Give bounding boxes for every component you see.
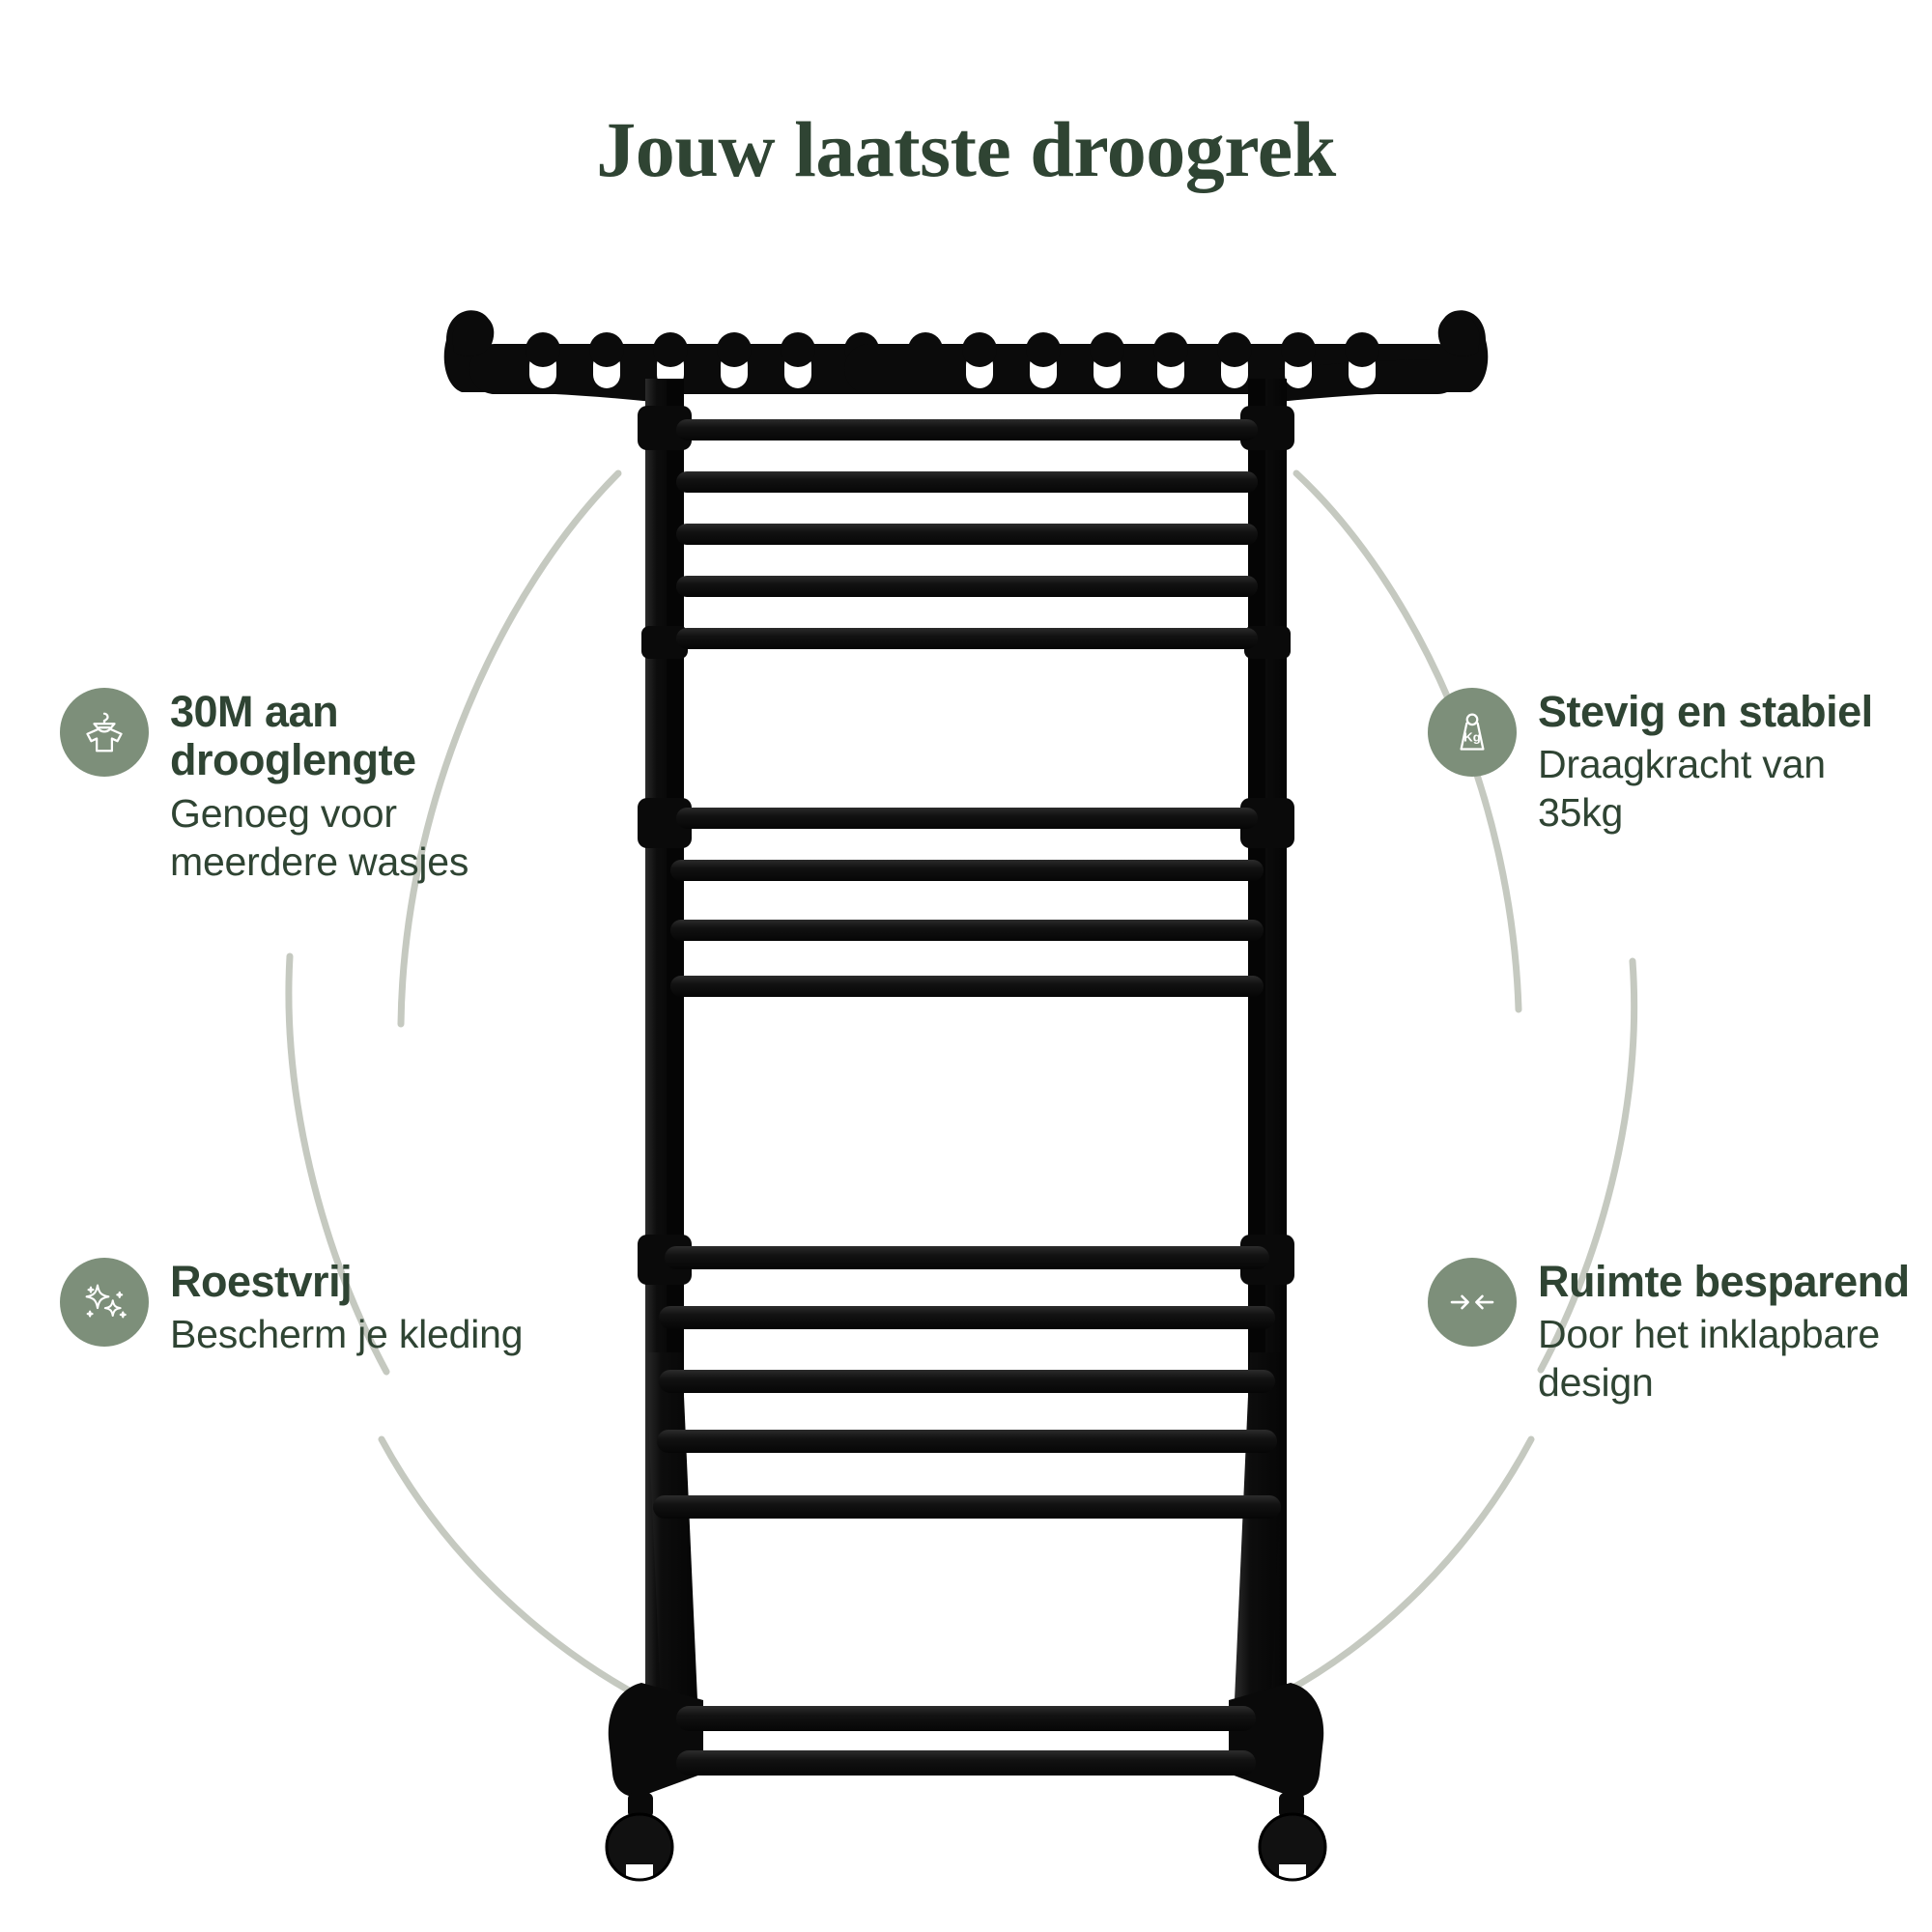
tshirt-hanger-icon <box>60 688 149 777</box>
feature-title: 30M aan drooglengte <box>170 687 416 785</box>
feature-description: Draagkracht van 35kg <box>1538 742 1826 836</box>
feature-roestvrij: Roestvrij Bescherm je kleding <box>60 1256 543 1358</box>
feature-text: 30M aan drooglengte Genoeg voor meerdere… <box>170 686 562 886</box>
feature-title: Stevig en stabiel <box>1538 687 1873 736</box>
base-crossbar-lower <box>676 1750 1256 1776</box>
feature-text: Stevig en stabiel Draagkracht van 35kg <box>1538 686 1891 837</box>
feature-text: Ruimte besparend Door het inklapbare des… <box>1538 1256 1911 1406</box>
rack-tier-middle-bars <box>670 808 1264 997</box>
feature-title: Ruimte besparend <box>1538 1257 1910 1306</box>
rack-frame-posts <box>638 379 1294 1700</box>
base-crossbar-upper <box>676 1706 1256 1731</box>
rack-base <box>605 1683 1327 1882</box>
weight-icon-label: Kg <box>1463 730 1480 745</box>
feature-text: Roestvrij Bescherm je kleding <box>170 1256 524 1358</box>
caster-wheel-right <box>1258 1793 1327 1882</box>
arc-bottom-right <box>1281 1435 1535 1696</box>
weight-kg-icon: Kg <box>1428 688 1517 777</box>
caster-wheel-left <box>605 1793 674 1882</box>
page-title: Jouw laatste droogrek <box>596 105 1336 193</box>
feature-description: Door het inklapbare design <box>1538 1312 1881 1406</box>
rack-hanger-arm-right <box>844 310 1489 402</box>
feature-description: Bescherm je kleding <box>170 1312 524 1357</box>
rack-tier-bottom-bars <box>653 1246 1281 1519</box>
feature-title: Roestvrij <box>170 1257 353 1306</box>
rack-tier-top-bars <box>676 419 1258 649</box>
sparkles-icon <box>60 1258 149 1347</box>
feature-drooglengte: 30M aan drooglengte Genoeg voor meerdere… <box>60 686 562 886</box>
feature-stevig-en-stabiel: Kg Stevig en stabiel Draagkracht van 35k… <box>1428 686 1891 837</box>
arc-bottom-left <box>378 1435 641 1699</box>
compress-arrows-icon <box>1428 1258 1517 1347</box>
rack-hanger-arm-left <box>443 310 1088 402</box>
feature-description: Genoeg voor meerdere wasjes <box>170 790 469 884</box>
feature-ruimte-besparend: Ruimte besparend Door het inklapbare des… <box>1428 1256 1911 1406</box>
